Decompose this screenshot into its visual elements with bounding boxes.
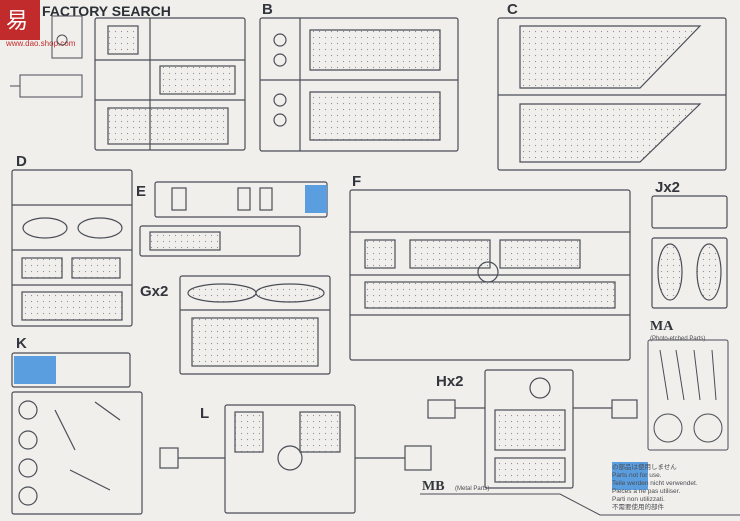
- sprue-j-frame: [651, 195, 728, 309]
- legend-line-de: Teile werden nicht verwendet.: [612, 480, 698, 487]
- sprue-e-frame: [139, 181, 328, 257]
- sprue-label-d: D: [16, 153, 27, 170]
- watermark-text: FACTORY SEARCH: [42, 3, 171, 19]
- sprue-label-ma: MA: [650, 319, 674, 334]
- sprue-label-g: Gx2: [140, 283, 168, 300]
- legend-line-ja: の部品は使用しません: [612, 462, 677, 471]
- sprue-h-frame: [427, 369, 638, 489]
- sprue-label-l: L: [200, 405, 209, 422]
- legend-line-zh: 不需要使用的部件: [612, 502, 665, 511]
- sprue-label-h: Hx2: [436, 373, 464, 390]
- site-badge: [0, 0, 40, 40]
- small-parts-cluster: [10, 15, 83, 98]
- sprue-b-frame: [259, 17, 459, 152]
- sprue-label-k: K: [16, 335, 27, 352]
- not-used-part-k: [14, 356, 56, 384]
- sprue-label-f: F: [352, 173, 361, 190]
- sprue-l-frame: [159, 404, 432, 514]
- sprue-ma-frame: [647, 339, 729, 451]
- not-used-part-e: [305, 185, 327, 213]
- sprue-k-frame: [11, 352, 143, 515]
- legend-line-en: Parts not for use.: [612, 472, 662, 479]
- site-url: www.dao.shop.com: [5, 39, 76, 48]
- sprue-g-frame: [179, 275, 331, 375]
- legend: の部品は使用しません Parts not for use. Teile werd…: [612, 462, 698, 511]
- legend-line-it: Parti non utilizzati.: [612, 496, 665, 503]
- site-badge-glyph: 易: [6, 8, 28, 33]
- sprue-label-j: Jx2: [655, 179, 680, 196]
- legend-swatch: [612, 462, 648, 490]
- sprue-label-mb-sub: (Metal Parts): [455, 486, 489, 492]
- legend-line-fr: Pieces a ne pas utiliser.: [612, 488, 680, 495]
- sprue-a-frame: [94, 17, 246, 151]
- sprue-mb: [420, 493, 740, 516]
- sprue-label-ma-sub: (Photo-etched Parts): [650, 336, 705, 342]
- sprue-label-c: C: [507, 1, 518, 18]
- sprue-label-mb: MB: [422, 479, 445, 494]
- header: 易 FACTORY SEARCH www.dao.shop.com: [0, 0, 171, 48]
- sprue-label-e: E: [136, 183, 146, 200]
- sprue-label-b: B: [262, 1, 273, 18]
- sprue-f-frame: [349, 189, 631, 361]
- sprue-c-frame: [497, 17, 727, 171]
- sprue-d-frame: [11, 169, 133, 327]
